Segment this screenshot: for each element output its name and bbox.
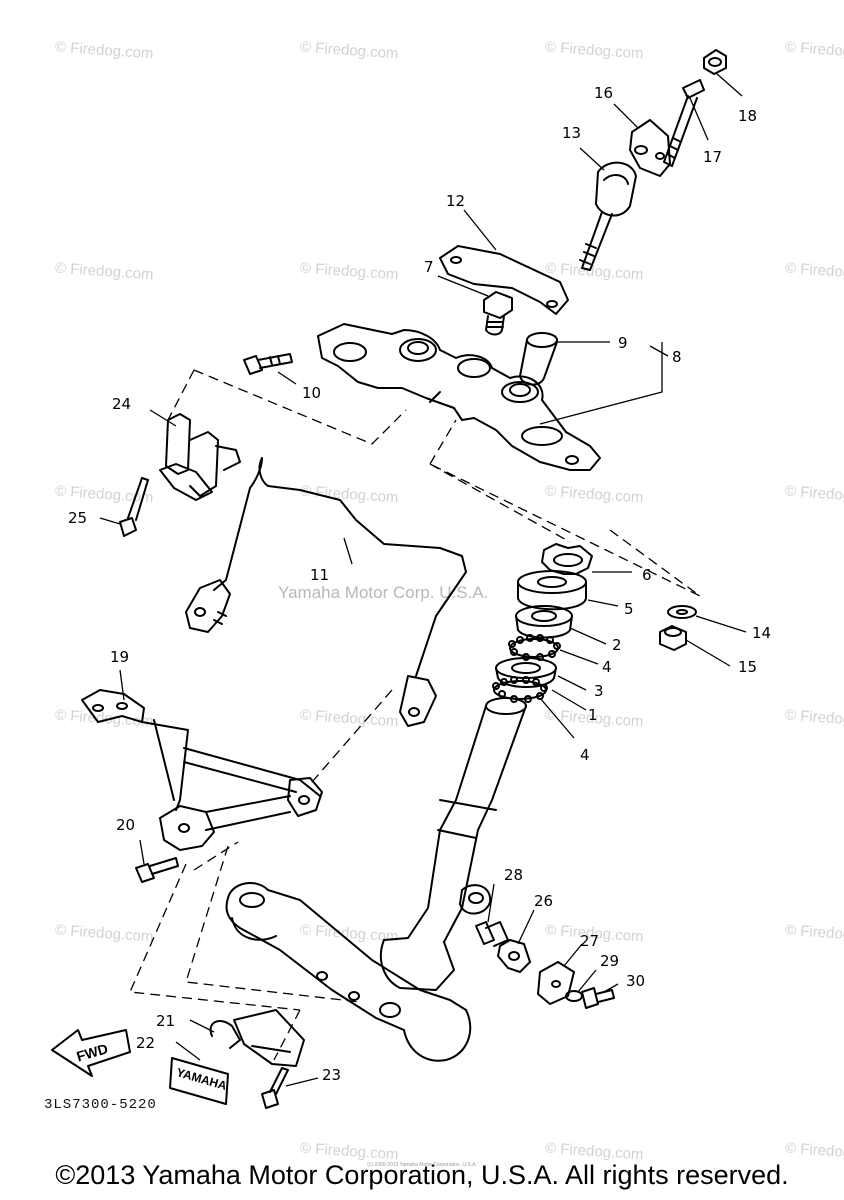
callout-8: 8	[672, 348, 682, 366]
part-10-bolt	[243, 353, 293, 375]
tiny-copyright: (c) 2000-2013 Yamaha Motor Corporation, …	[367, 1162, 477, 1168]
callout-29: 29	[600, 952, 620, 970]
callout-4b: 4	[580, 746, 590, 764]
callout-5: 5	[624, 600, 634, 618]
part-15-nut	[659, 625, 687, 651]
part-23-screw	[261, 1067, 289, 1109]
part-22-cover	[233, 1009, 305, 1067]
callout-2: 2	[612, 636, 622, 654]
part-8-upper-bracket	[317, 323, 601, 471]
part-17-bolt	[663, 79, 705, 167]
callout-1: 1	[588, 706, 598, 724]
callout-4a: 4	[602, 658, 612, 676]
callout-12: 12	[446, 192, 466, 210]
part-27-plate	[537, 961, 575, 1005]
part-13-handlebar-holder	[579, 161, 637, 271]
part-26-switch	[497, 939, 531, 973]
callout-26: 26	[534, 892, 554, 910]
part-7-bolt	[483, 291, 513, 336]
callout-14: 14	[752, 624, 772, 642]
copyright-footer: ©2013 Yamaha Motor Corporation, U.S.A. A…	[55, 1160, 789, 1190]
part-18-nut	[703, 49, 727, 75]
part-20-bolt	[135, 857, 179, 883]
callout-10: 10	[302, 384, 322, 402]
part-12-plate	[439, 245, 569, 315]
callout-27: 27	[580, 932, 600, 950]
part-6-ring-nut	[541, 543, 593, 575]
callout-21: 21	[156, 1012, 176, 1030]
callout-3: 3	[594, 682, 604, 700]
part-28-screw	[475, 921, 509, 947]
callout-28: 28	[504, 866, 524, 884]
part-11-cable	[185, 457, 467, 727]
lower-fork	[225, 882, 472, 1062]
callout-30: 30	[626, 972, 646, 990]
fwd-arrow	[51, 1029, 131, 1077]
callout-13: 13	[562, 124, 582, 142]
part-30-screw	[581, 987, 615, 1009]
callout-16: 16	[594, 84, 614, 102]
callout-24: 24	[112, 395, 132, 413]
part-2-race	[515, 605, 573, 639]
callout-20: 20	[116, 816, 136, 834]
callout-23: 23	[322, 1066, 342, 1084]
callout-22: 22	[136, 1034, 156, 1052]
part-16-clamp	[629, 119, 671, 177]
callout-25: 25	[68, 509, 88, 527]
callout-7: 7	[424, 258, 434, 276]
diagram-code: 3LS7300-5220	[44, 1097, 157, 1113]
callout-11: 11	[310, 566, 330, 584]
part-24-bracket	[159, 413, 241, 501]
yamaha-decal	[169, 1057, 229, 1105]
part-21-clip	[209, 1020, 241, 1049]
yamaha-decal-label: YAMAHA	[175, 1065, 229, 1093]
part-25-bolt	[119, 477, 149, 537]
corp-watermark: Yamaha Motor Corp. U.S.A.	[278, 583, 489, 602]
callout-17: 17	[703, 148, 723, 166]
callout-19: 19	[110, 648, 130, 666]
steering-column	[379, 697, 527, 991]
callout-15: 15	[738, 658, 758, 676]
part-19-lower-bracket	[81, 689, 323, 851]
callout-6: 6	[642, 566, 652, 584]
callout-18: 18	[738, 107, 758, 125]
part-4-balls-upper	[508, 634, 561, 661]
part-14-washer	[667, 605, 697, 619]
callout-9: 9	[618, 334, 628, 352]
part-5-cover	[517, 570, 587, 611]
